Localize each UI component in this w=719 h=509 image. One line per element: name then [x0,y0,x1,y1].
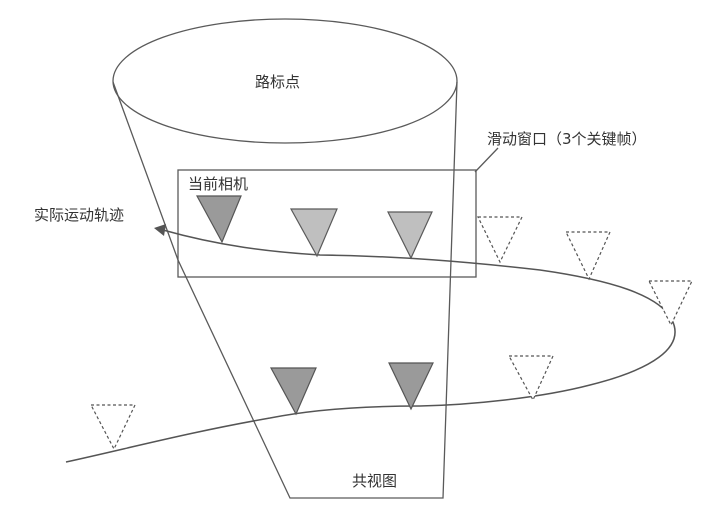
landmark-ellipse [112,18,458,144]
keyframe-covis-1 [269,367,317,416]
covisibility-cone [112,81,458,499]
trajectory-upper [65,229,676,463]
keyframe-past-1 [477,216,523,264]
keyframe-current [195,195,242,244]
sliding-window-label: 滑动窗口（3个关键帧） [487,130,647,148]
actual-trajectory-label: 实际运动轨迹 [34,206,124,224]
keyframe-past-2 [565,231,611,281]
keyframe-past-3 [648,280,693,327]
covisibility-label: 共视图 [352,472,397,490]
keyframe-past-5 [90,404,136,451]
landmarks-label: 路标点 [255,73,300,91]
current-camera-label: 当前相机 [188,175,248,193]
sliding-window-leader [474,147,499,173]
keyframe-covis-2 [388,362,434,411]
sliding-window-box [177,169,477,278]
keyframe-window-3 [387,211,433,260]
keyframe-window-2 [289,208,338,258]
trajectory-arrowhead [154,224,166,236]
keyframe-past-4 [507,355,554,402]
